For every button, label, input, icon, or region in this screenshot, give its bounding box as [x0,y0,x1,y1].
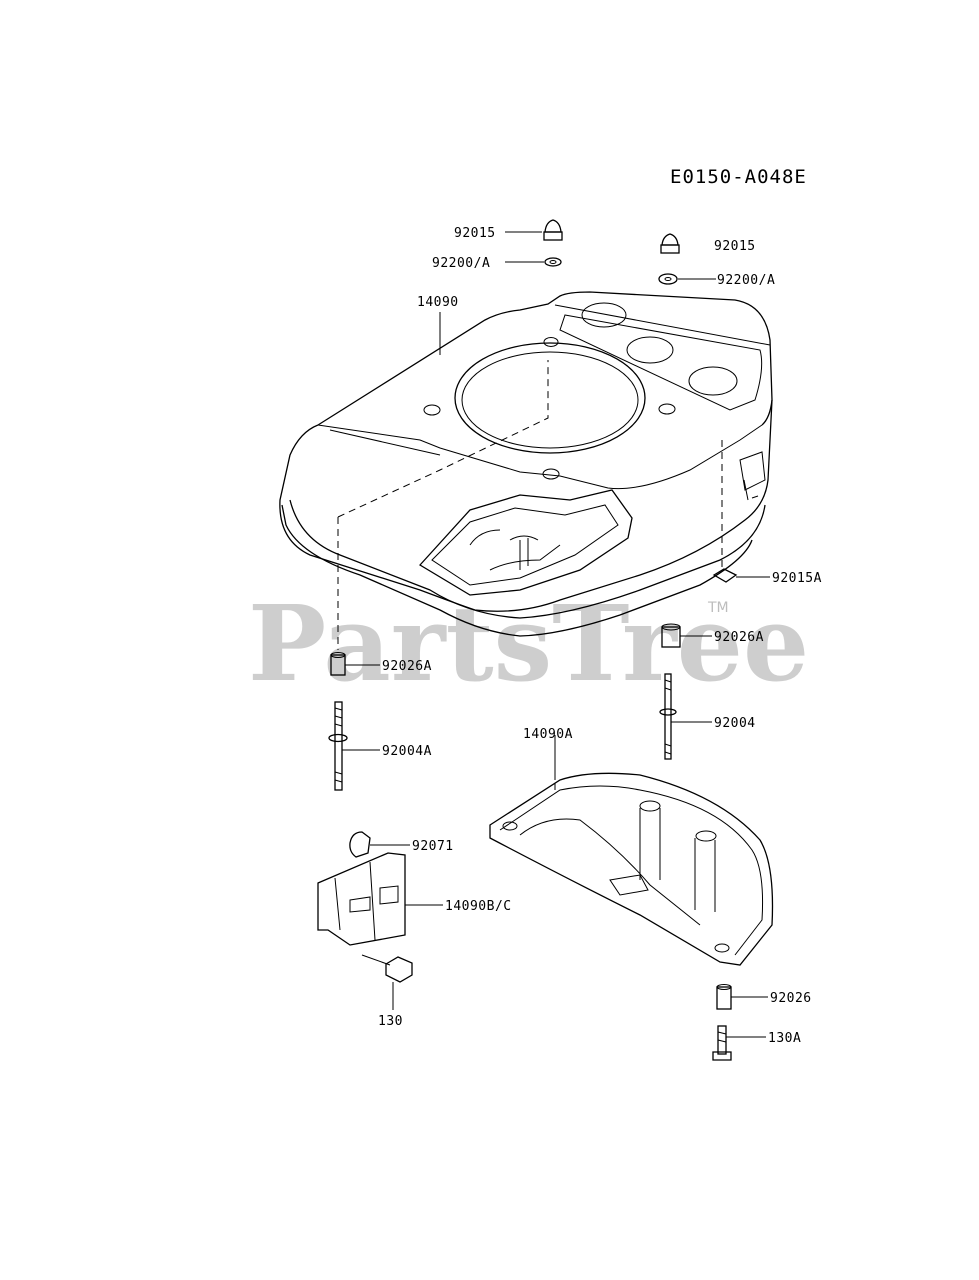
cooling-shroud-drawing [279,291,773,650]
bracket-drawing [317,852,406,946]
label-92015-right: 92015 [714,239,756,254]
diagram-code: E0150-A048E [670,166,807,188]
watermark-trademark: TM [707,600,729,616]
label-130: 130 [378,1014,403,1029]
label-92015-left: 92015 [454,226,496,241]
washer-left-drawing [544,257,562,267]
label-92200a-left: 92200/A [432,256,490,271]
cap-nut-right-drawing [660,233,680,254]
label-92004: 92004 [714,716,756,731]
stud-left-drawing [328,701,348,791]
label-92015a: 92015A [772,571,822,586]
bolt-right-drawing [712,1025,732,1061]
watermark: PartsTree [248,582,809,705]
stud-right-drawing [659,673,677,760]
label-92071: 92071 [412,839,454,854]
square-nut-drawing [712,568,738,583]
lower-shroud-drawing [489,730,774,966]
label-92026a-left: 92026A [382,659,432,674]
label-92200a-right: 92200/A [717,273,775,288]
collar-lower-drawing [716,984,732,1010]
label-14090a: 14090A [523,727,573,742]
label-92004a: 92004A [382,744,432,759]
grommet-drawing [349,831,371,858]
label-14090: 14090 [417,295,459,310]
bolt-left-drawing [361,954,413,983]
label-92026a-right: 92026A [714,630,764,645]
label-14090bc: 14090B/C [445,899,512,914]
label-92026: 92026 [770,991,812,1006]
collar-right-drawing [661,623,681,648]
label-130a: 130A [768,1031,801,1046]
cap-nut-left-drawing [543,219,563,241]
washer-right-drawing [658,273,678,285]
